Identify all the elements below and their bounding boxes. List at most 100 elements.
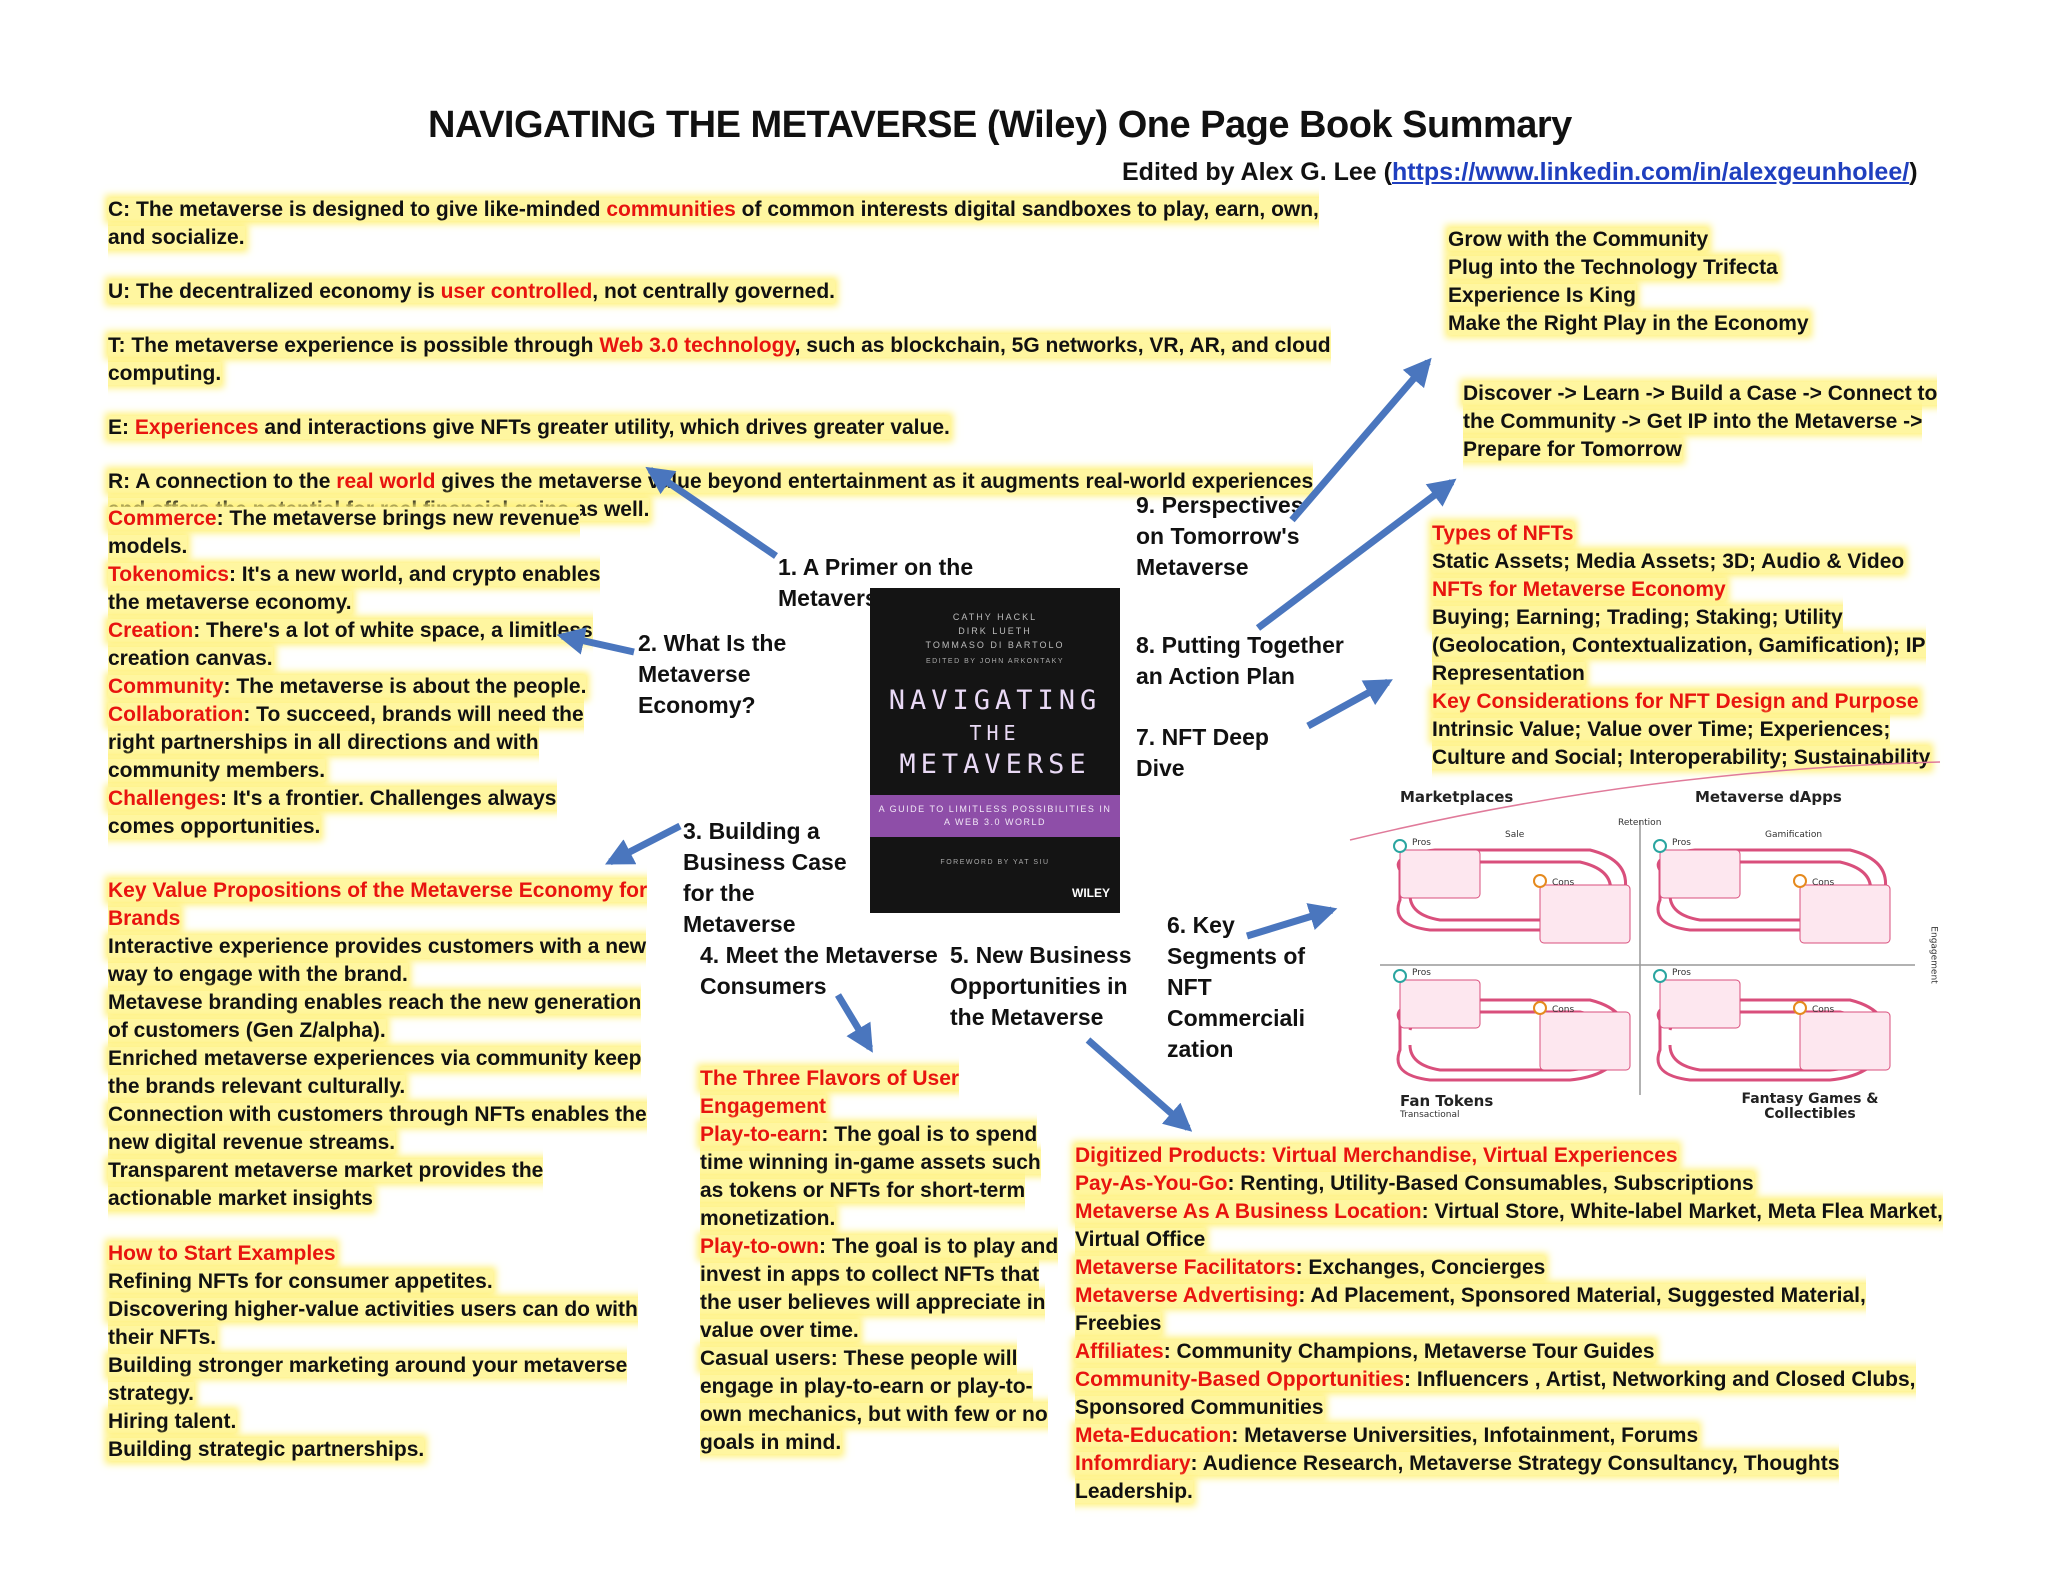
arrow-6 [1245,903,1338,940]
book-cover: CATHY HACKL DIRK LUETH TOMMASO DI BARTOL… [870,588,1120,913]
arrow-4 [835,993,873,1053]
matrix-cons-label: Cons [1812,1005,1835,1015]
page-subtitle: Edited by Alex G. Lee (https://www.linke… [1122,158,2042,187]
arrow-1 [645,466,778,559]
cute-item: E: Experiences and interactions give NFT… [108,416,950,439]
value-item: Enriched metaverse experiences via commu… [108,1047,642,1098]
matrix-bottom-left: Fan Tokens [1400,1092,1494,1110]
start-item: Building strategic partnerships. [108,1438,425,1461]
matrix-top-right: Metaverse dApps [1695,788,1842,806]
nft-segments-matrix: Marketplaces Metaverse dApps Fan Tokens … [1340,750,1941,1130]
value-block: Key Value Propositions of the Metaverse … [108,877,648,1213]
matrix-axis-retention: Retention [1618,818,1662,828]
opportunity-item: Pay-As-You-Go: Renting, Utility-Based Co… [1075,1172,1754,1195]
book-author: CATHY HACKL [952,612,1038,622]
page-title: NAVIGATING THE METAVERSE (Wiley) One Pag… [428,104,1572,146]
arrow-8 [1255,478,1457,631]
value-item: Connection with customers through NFTs e… [108,1103,647,1154]
book-foreword: FOREWORD BY YAT SIU [940,859,1050,866]
opportunity-item: Infomrdiary: Audience Research, Metavers… [1075,1452,1840,1503]
cute-item: U: The decentralized economy is user con… [108,280,836,303]
opportunity-item: Digitized Products: Virtual Merchandise,… [1075,1144,1678,1167]
nft-types-heading: Types of NFTs [1432,522,1574,545]
flavor-item: Play-to-own: The goal is to play and inv… [700,1235,1059,1342]
start-item: Discovering higher-value activities user… [108,1298,638,1349]
cute-item: C: The metaverse is designed to give lik… [108,198,1319,249]
chapter-3: 3. Building a Business Case for the Meta… [683,818,847,937]
economy-item: Tokenomics: It's a new world, and crypto… [108,563,601,614]
value-item: Interactive experience provides customer… [108,935,647,986]
matrix-graphic [1349,761,1941,1095]
value-item: Metavese branding enables reach the new … [108,991,642,1042]
action-plan-block: Discover -> Learn -> Build a Case -> Con… [1463,380,1943,464]
matrix-pros-label: Pros [1412,968,1431,978]
economy-item: Collaboration: To succeed, brands will n… [108,703,584,782]
nft-block: Types of NFTs Static Assets; Media Asset… [1432,520,1952,772]
nft-econ-heading: NFTs for Metaverse Economy [1432,578,1726,601]
chapter-2: 2. What Is the Metaverse Economy? [638,630,787,718]
perspective-item: Experience Is King [1448,284,1636,307]
linkedin-link[interactable]: https://www.linkedin.com/in/alexgeunhole… [1391,158,1910,186]
matrix-cons-label: Cons [1552,878,1575,888]
economy-list: Commerce: The metaverse brings new reven… [108,505,608,841]
opportunity-item: Affiliates: Community Champions, Metaver… [1075,1340,1655,1363]
nft-key: Intrinsic Value; Value over Time; Experi… [1432,718,1931,769]
arrow-3 [605,822,682,866]
matrix-pros-label: Pros [1672,968,1691,978]
opportunity-item: Metaverse Advertising: Ad Placement, Spo… [1075,1284,1866,1335]
value-item: Transparent metaverse market provides th… [108,1159,544,1210]
matrix-pros-label: Pros [1412,838,1431,848]
book-publisher: WILEY [1072,886,1110,900]
chapter-7: 7. NFT Deep Dive [1136,724,1269,781]
economy-item: Challenges: It's a frontier. Challenges … [108,787,557,838]
perspective-item: Plug into the Technology Trifecta [1448,256,1778,279]
book-title-line: THE [969,721,1021,745]
arrow-5 [1085,1037,1193,1132]
book-author: DIRK LUETH [958,626,1032,636]
economy-item: Commerce: The metaverse brings new reven… [108,507,580,558]
value-heading: Key Value Propositions of the Metaverse … [108,879,648,930]
opportunity-item: Meta-Education: Metaverse Universities, … [1075,1424,1699,1447]
matrix-axis-sale: Sale [1505,830,1525,840]
arrow-2 [556,627,635,656]
matrix-bottom-left-sub: Transactional [1400,1110,1460,1120]
start-item: Building stronger marketing around your … [108,1354,628,1405]
flavor-item: Play-to-earn: The goal is to spend time … [700,1123,1041,1230]
flavor-item: Casual users: These people will engage i… [700,1347,1048,1454]
start-item: Refining NFTs for consumer appetites. [108,1270,493,1293]
matrix-top-left: Marketplaces [1400,788,1514,806]
arrow-9 [1289,357,1432,523]
nft-econ: Buying; Earning; Trading; Staking; Utili… [1432,606,1926,685]
start-item: Hiring talent. [108,1410,237,1433]
cute-list: C: The metaverse is designed to give lik… [108,196,1348,544]
start-block: How to Start Examples Refining NFTs for … [108,1240,648,1464]
perspectives-block: Grow with the Community Plug into the Te… [1448,226,1948,338]
book-tagline: A GUIDE TO LIMITLESS POSSIBILITIES IN A … [870,795,1120,837]
chapter-6: 6. Key Segments of NFT Commerciali zatio… [1167,912,1306,1062]
matrix-axis-gamification: Gamification [1765,830,1823,840]
opportunity-item: Community-Based Opportunities: Influence… [1075,1368,1916,1419]
chapter-5: 5. New Business Opportunities in the Met… [950,942,1132,1030]
flavors-heading: The Three Flavors of User Engagement [700,1067,960,1118]
perspective-item: Grow with the Community [1448,228,1709,251]
book-editor: EDITED BY JOHN ARKONTAKY [925,658,1065,665]
matrix-bottom-right: Fantasy Games & Collectibles [1741,1091,1879,1122]
matrix-pros-label: Pros [1672,838,1691,848]
chapter-9: 9. Perspectives on Tomorrow's Metaverse [1136,492,1304,580]
nft-key-heading: Key Considerations for NFT Design and Pu… [1432,690,1919,713]
economy-item: Creation: There's a lot of white space, … [108,619,593,670]
perspective-item: Make the Right Play in the Economy [1448,312,1809,335]
start-heading: How to Start Examples [108,1242,336,1265]
opportunity-item: Metaverse As A Business Location: Virtua… [1075,1200,1943,1251]
opportunities-block: Digitized Products: Virtual Merchandise,… [1075,1142,1945,1506]
subtitle-suffix: ) [1909,158,1918,186]
subtitle-prefix: Edited by Alex G. Lee ( [1122,158,1392,186]
matrix-cons-label: Cons [1812,878,1835,888]
flavors-block: The Three Flavors of User Engagement Pla… [700,1065,1060,1457]
book-author: TOMMASO DI BARTOLO [925,640,1065,650]
economy-item: Community: The metaverse is about the pe… [108,675,587,698]
nft-types: Static Assets; Media Assets; 3D; Audio &… [1432,550,1905,573]
matrix-cons-label: Cons [1552,1005,1575,1015]
cute-item: T: The metaverse experience is possible … [108,334,1331,385]
